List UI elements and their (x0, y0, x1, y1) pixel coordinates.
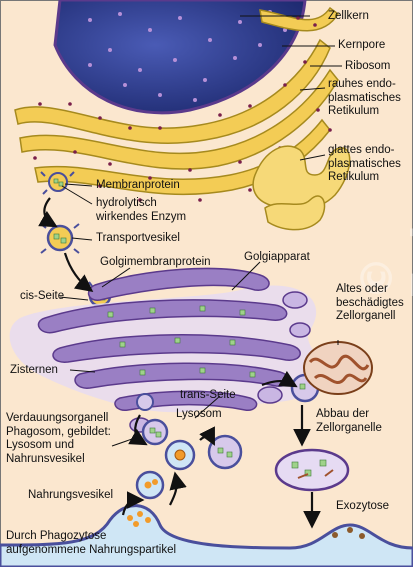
label-rauhes-er: rauhes endo- plasmatisches Retikulum (328, 78, 401, 117)
label-kernpore: Kernpore (338, 39, 386, 51)
label-enzym: hydrolytisch wirkendes Enzym (96, 197, 187, 223)
golgi-apparatus (9, 267, 323, 433)
label-membranprotein: Membranprotein (96, 179, 180, 191)
label-verdauungsorganell: Verdauungsorganell Phagosom, gebildet: L… (6, 412, 111, 465)
label-golgiapparat: Golgiapparat (244, 251, 310, 263)
er-bud-vesicle (40, 171, 75, 195)
label-golgimembranprotein: Golgimembranprotein (100, 256, 211, 268)
nucleus (53, 0, 307, 115)
label-zisternen: Zisternen (10, 364, 58, 376)
label-abbau: Abbau der Zellorganelle (316, 408, 382, 434)
trans-vesicles (136, 373, 320, 446)
label-phagozytose: Durch Phagozytose aufgenommene Nahrungsp… (6, 530, 177, 556)
watermark: © Ecke (352, 177, 413, 300)
label-altes-organell: Altes oder beschädigtes Zellorganell (336, 283, 404, 322)
smooth-er (252, 145, 351, 231)
leader-lines (59, 15, 342, 447)
label-exozytose: Exozytose (336, 500, 390, 512)
old-organelle (303, 341, 373, 395)
label-ribosom: Ribosom (345, 60, 391, 72)
label-lysosom: Lysosom (176, 408, 222, 420)
cell-membrane (0, 504, 413, 567)
label-trans-seite: trans-Seite (180, 389, 236, 401)
lysosomes (135, 434, 243, 500)
label-cis-seite: cis-Seite (20, 290, 65, 302)
label-zellkern: Zellkern (328, 10, 369, 22)
process-arrows (38, 197, 321, 529)
label-transportvesikel: Transportvesikel (96, 232, 180, 244)
label-nahrungsvesikel: Nahrungsvesikel (28, 489, 114, 501)
degradation-vesicle (274, 448, 350, 492)
label-glattes-er: glattes endo- plasmatisches Retikulum (328, 144, 401, 183)
